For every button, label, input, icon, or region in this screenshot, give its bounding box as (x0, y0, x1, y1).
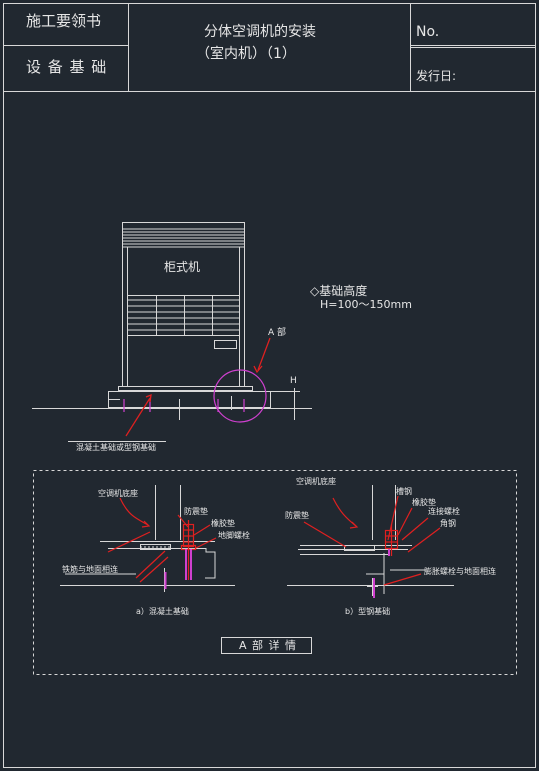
part-a-leader (257, 337, 271, 371)
sheet-border (3, 3, 536, 768)
detail-b-bolt-label: 连接螺栓 (428, 507, 460, 516)
detail-b-leaders (303, 495, 441, 586)
detail-title: A 部 详 情 (239, 639, 298, 652)
page-title-line2: （室内机）（1） (196, 46, 296, 62)
part-a-label: A 部 (268, 328, 287, 338)
detail-b-base-label: 空调机底座 (296, 477, 336, 486)
detail-a-rebar-label: 铁筋与地面相连 (62, 565, 118, 574)
detail-b-expansion-label: 膨胀螺栓与地面相连 (424, 567, 496, 576)
section-label: 设 备 基 础 (26, 58, 108, 76)
foundation-block (32, 391, 312, 409)
foundation-label: 混凝土基础或型钢基础 (76, 443, 156, 452)
detail-a-leaders (107, 497, 217, 583)
foundation-height-value: H=100～150mm (320, 298, 412, 311)
detail-a-anti-vibration-label: 防震垫 (184, 507, 208, 516)
cabinet-unit (118, 222, 253, 391)
detail-a-drawing (60, 485, 235, 592)
detail-frame (33, 470, 517, 675)
unit-label: 柜式机 (164, 260, 201, 274)
detail-a-rubber-pad-label: 橡胶垫 (211, 519, 235, 528)
foundation-leader (125, 397, 151, 437)
detail-title-box (221, 637, 312, 654)
doc-number-label: No. (416, 24, 440, 40)
height-dimension (268, 388, 300, 420)
page-title-line1: 分体空调机的安装 (204, 24, 316, 40)
doc-type-label: 施工要领书 (26, 12, 102, 30)
detail-b-angle-label: 角钢 (440, 519, 456, 528)
issue-date-label: 发行日: (416, 69, 457, 83)
detail-a-base-label: 空调机底座 (98, 489, 138, 498)
foundation-height-title: ◇基础高度 (310, 284, 368, 298)
detail-a-caption: a）混凝土基础 (136, 607, 189, 616)
detail-b-channel-label: 槽钢 (396, 487, 412, 496)
h-dimension-label: H (290, 376, 297, 386)
detail-b-rubber-pad-label: 橡胶垫 (412, 498, 436, 507)
part-a-circle (213, 369, 267, 423)
detail-b-caption: b）型钢基础 (345, 607, 391, 616)
detail-b-anti-vibration-label: 防震垫 (285, 511, 309, 520)
detail-a-anchor-bolt-label: 地脚螺栓 (218, 531, 250, 540)
